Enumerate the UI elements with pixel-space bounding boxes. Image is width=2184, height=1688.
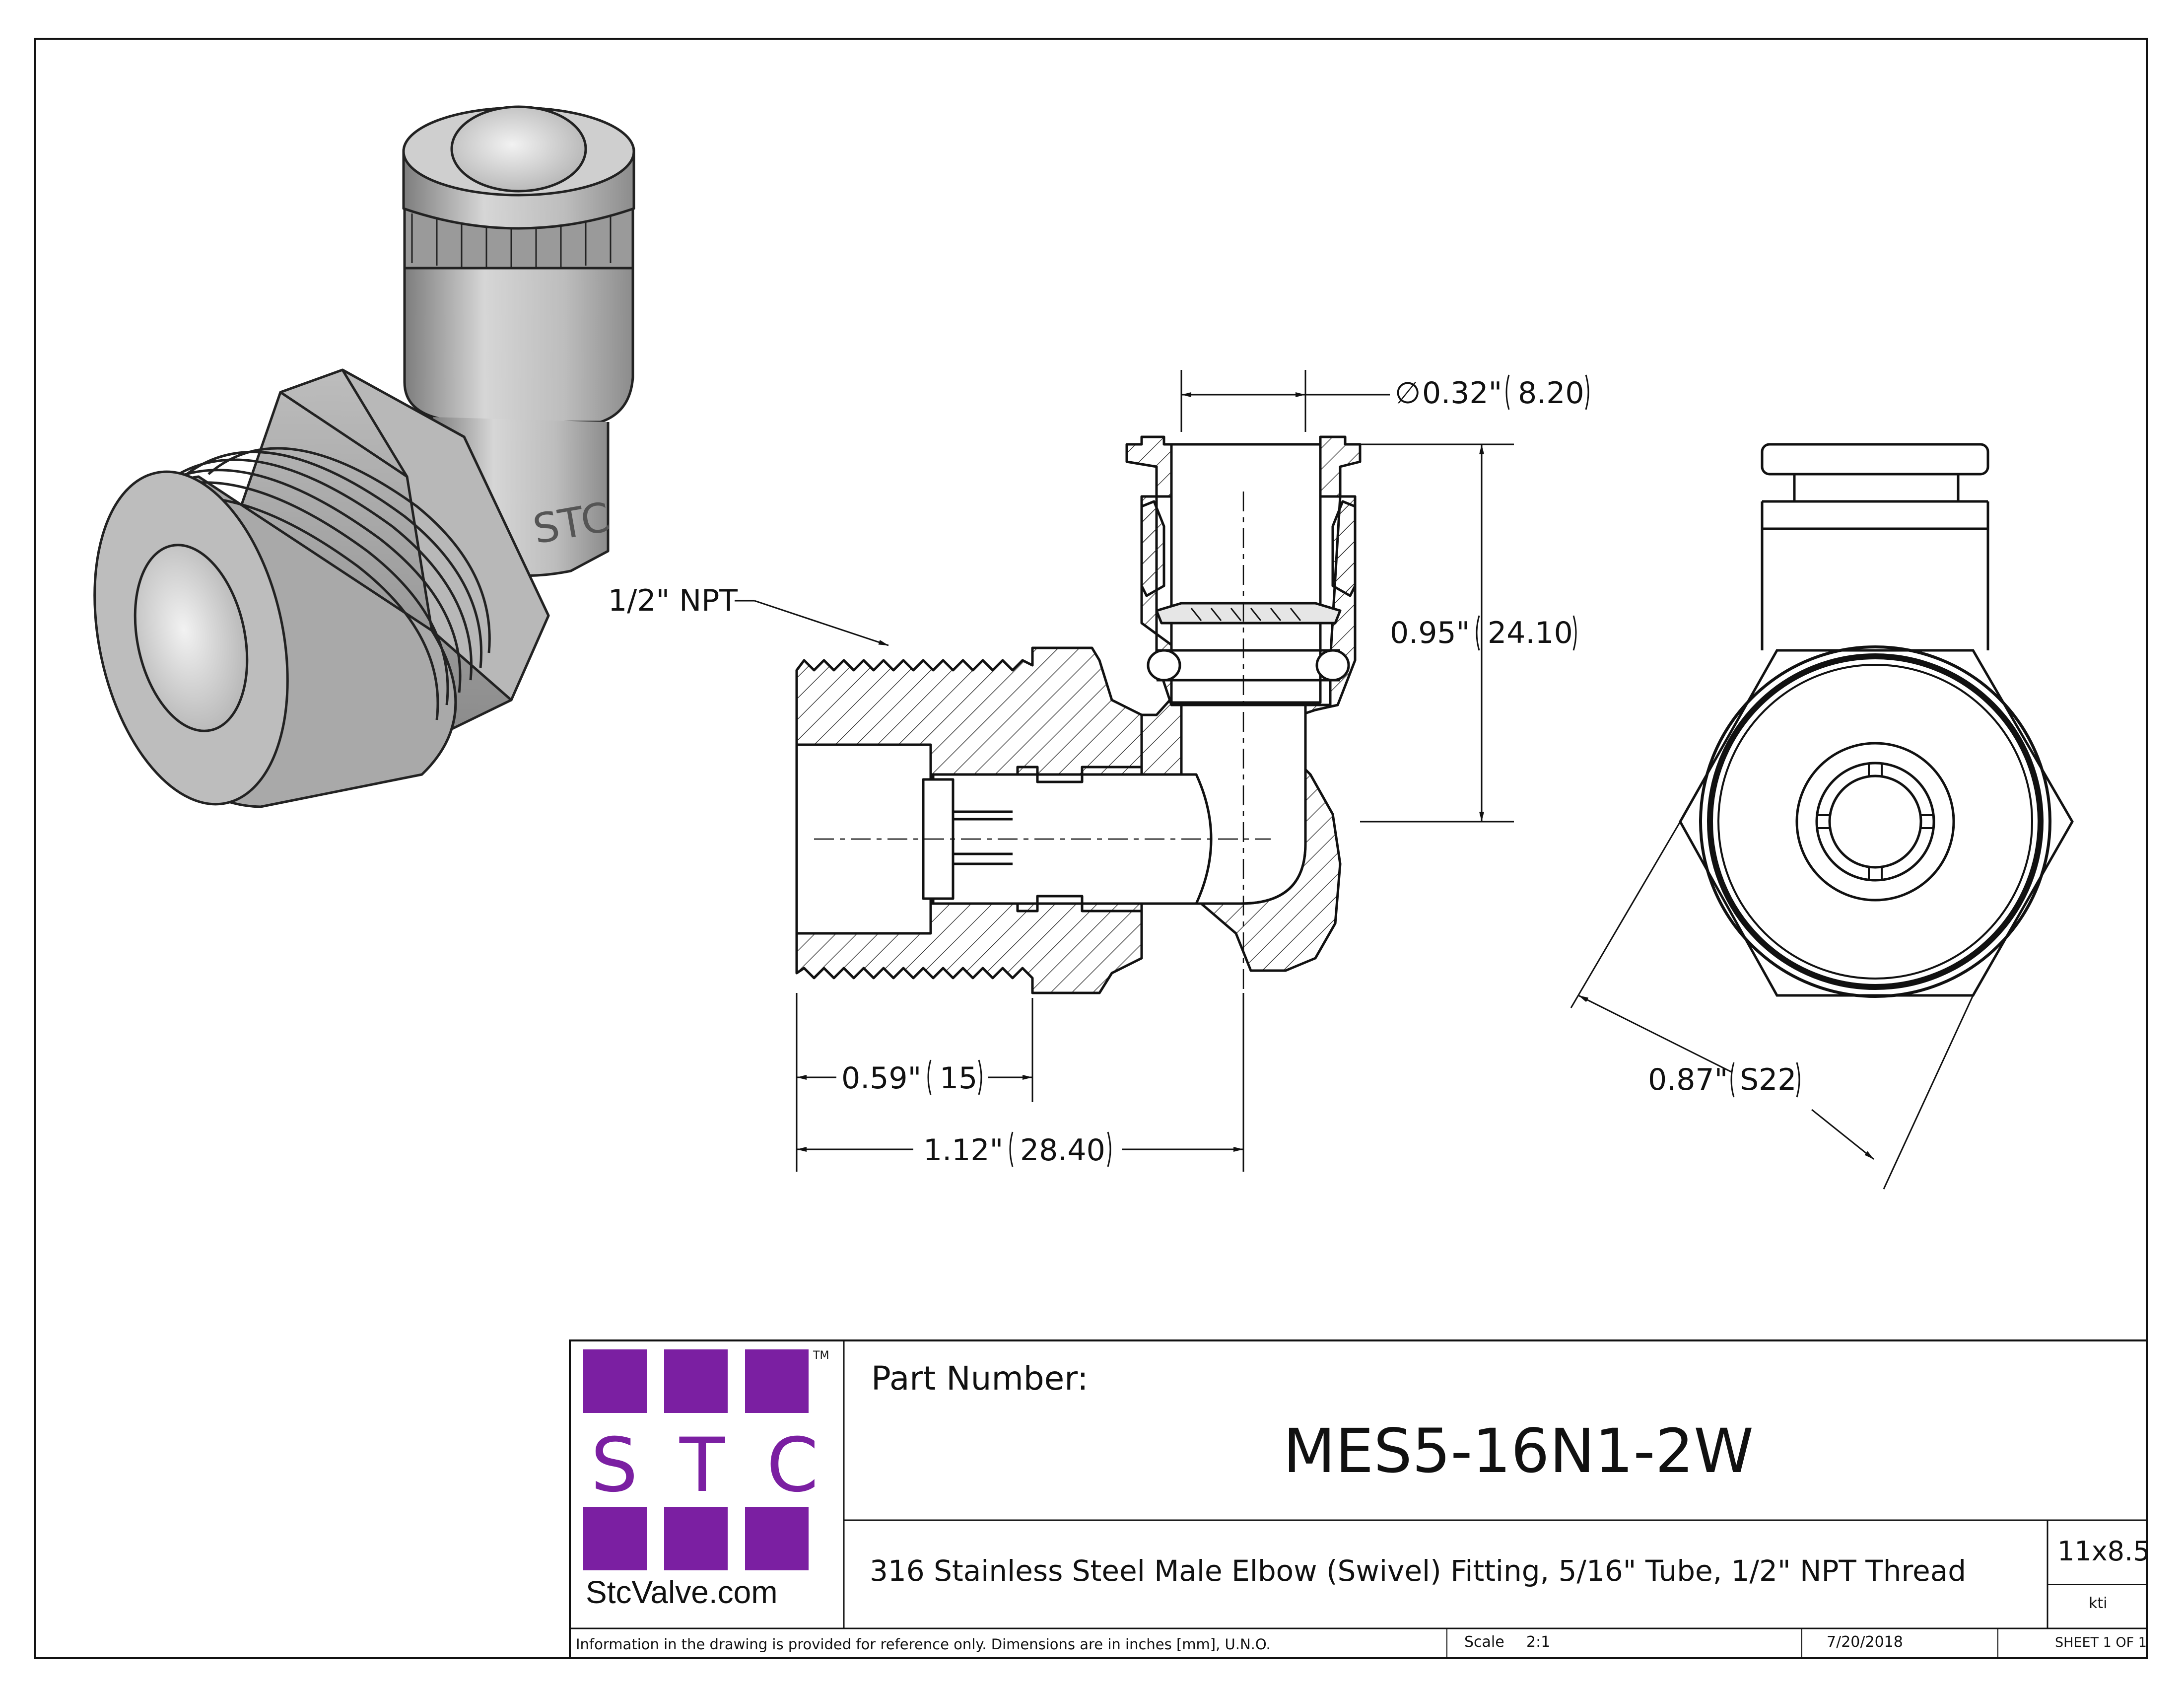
bore-diameter-mm-dim: 8.20 (1518, 376, 1584, 411)
height-mm-dim: 24.10 (1488, 616, 1573, 650)
bore-diameter-dim: 0.32" (1422, 376, 1502, 411)
isometric-view: STC (93, 105, 635, 808)
logo-square (745, 1507, 809, 1570)
end-view (1570, 443, 2074, 1190)
logo-square (745, 1349, 809, 1413)
scale-value: 2:1 (1526, 1633, 1551, 1651)
logo-trademark: TM (813, 1349, 829, 1362)
section-view (795, 435, 1362, 1162)
part-description: 316 Stainless Steel Male Elbow (Swivel) … (870, 1554, 1967, 1588)
part-number-label: Part Number: (871, 1359, 1089, 1398)
diameter-symbol: ∅ (1395, 376, 1421, 411)
section-dimensions (735, 370, 1514, 1172)
part-number: MES5-16N1-2W (1283, 1416, 1754, 1486)
thread-length-mm-dim: 15 (940, 1061, 977, 1096)
thread-callout: 1/2" NPT (608, 583, 738, 618)
logo-square (583, 1507, 647, 1570)
paper-size: 11x8.5 (2057, 1536, 2150, 1567)
overall-length-dim: 1.12" (923, 1133, 1003, 1168)
end-view-labels: 0.87" S22 (1648, 1062, 1800, 1098)
title-block (569, 1339, 2148, 1659)
height-dim: 0.95" (1390, 616, 1470, 650)
thread-length-dim: 0.59" (841, 1061, 921, 1096)
drawing-date: 7/20/2018 (1827, 1633, 1903, 1651)
logo-text: S T C (591, 1422, 827, 1509)
stc-logo (583, 1349, 809, 1570)
logo-square (583, 1349, 647, 1413)
website-text: StcValve.com (586, 1574, 778, 1610)
overall-length-mm-dim: 28.40 (1020, 1133, 1105, 1168)
logo-square (664, 1349, 728, 1413)
drawn-by: kti (2089, 1595, 2108, 1612)
hex-size-dim: 0.87" (1648, 1062, 1728, 1097)
disclaimer-text: Information in the drawing is provided f… (576, 1636, 1271, 1653)
logo-square (664, 1507, 728, 1570)
hex-size-mm-dim: S22 (1740, 1062, 1796, 1097)
sheet-number: SHEET 1 OF 1 (2055, 1635, 2147, 1650)
scale-label: Scale (1464, 1633, 1504, 1651)
section-dimension-labels: ∅ 0.32" 8.20 0.95" 24.10 1/2" NPT 0.59" … (608, 374, 1589, 1168)
